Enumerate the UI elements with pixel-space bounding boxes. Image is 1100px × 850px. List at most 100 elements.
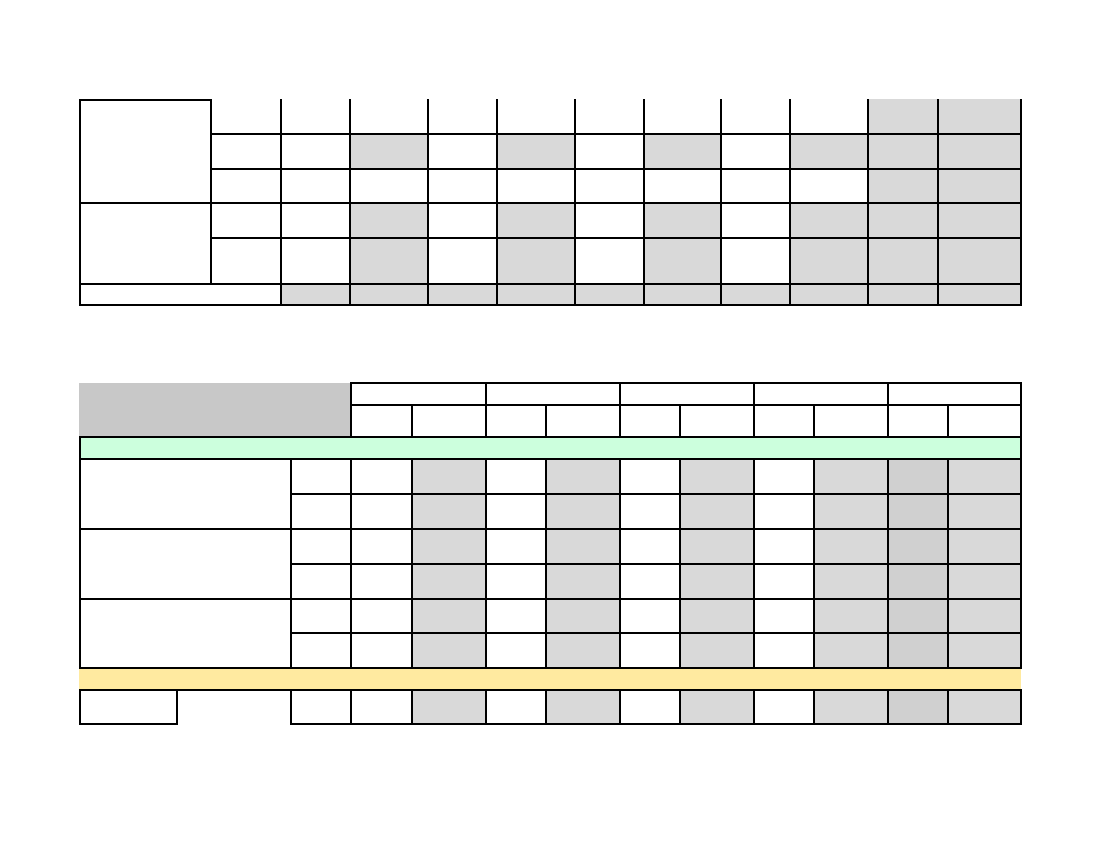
grid-line — [291, 563, 1022, 565]
bottom-row-group-label — [79, 529, 291, 599]
grid-line — [79, 436, 1022, 438]
grid-line — [679, 404, 681, 437]
grid-line — [813, 458, 815, 668]
bottom-footer-label — [79, 690, 176, 724]
grid-line — [643, 99, 645, 306]
top-cell[interactable] — [790, 203, 868, 284]
grid-line — [427, 99, 429, 306]
grid-line — [79, 99, 81, 306]
period-header — [620, 383, 754, 405]
grid-line — [79, 598, 1022, 600]
grid-line — [350, 382, 352, 437]
grid-line — [887, 689, 889, 725]
section-band-green — [79, 437, 1021, 459]
grid-line — [789, 99, 791, 306]
grid-line — [176, 689, 178, 725]
grid-line — [280, 99, 282, 306]
top-cell[interactable] — [350, 203, 427, 284]
grid-line — [679, 458, 681, 668]
period-header — [351, 383, 486, 405]
grid-line — [1020, 689, 1022, 725]
top-cell[interactable] — [644, 134, 720, 168]
section-band-yellow — [79, 668, 1021, 690]
grid-line — [211, 168, 1022, 170]
top-shaded-block[interactable] — [868, 99, 1021, 284]
grid-line — [79, 689, 1022, 691]
grid-line — [485, 382, 487, 437]
grid-line — [79, 283, 1022, 285]
grid-line — [679, 689, 681, 725]
grid-line — [887, 458, 889, 668]
grid-line — [291, 632, 1022, 634]
bottom-footer-cell[interactable] — [888, 690, 948, 724]
grid-line — [290, 458, 292, 668]
grid-line — [350, 689, 352, 725]
grid-line — [210, 99, 212, 284]
grid-line — [619, 382, 621, 437]
top-cell[interactable] — [790, 134, 868, 168]
grid-line — [813, 404, 815, 437]
grid-line — [545, 404, 547, 437]
top-row-group-label — [79, 203, 211, 284]
grid-line — [485, 458, 487, 668]
grid-line — [79, 458, 81, 668]
grid-line — [947, 404, 949, 437]
top-cell[interactable] — [644, 203, 720, 284]
top-row-group-label — [79, 99, 211, 203]
grid-line — [79, 689, 81, 725]
grid-line — [79, 667, 1022, 669]
grid-line — [1020, 99, 1022, 306]
grid-line — [753, 689, 755, 725]
grid-line — [545, 689, 547, 725]
grid-line — [291, 723, 1022, 725]
bottom-footer-cell[interactable] — [546, 690, 620, 724]
grid-line — [79, 458, 1022, 460]
grid-line — [720, 99, 722, 306]
grid-line — [411, 404, 413, 437]
bottom-header-label — [79, 383, 351, 437]
top-cell[interactable] — [497, 203, 574, 284]
grid-line — [545, 458, 547, 668]
grid-line — [485, 689, 487, 725]
top-total-values[interactable] — [281, 284, 1021, 305]
grid-line — [351, 404, 1022, 406]
bottom-row-group-label — [79, 599, 291, 668]
grid-line — [79, 723, 177, 725]
grid-line — [867, 99, 869, 306]
bottom-footer-cell[interactable] — [680, 690, 754, 724]
grid-line — [351, 382, 1022, 384]
grid-line — [291, 493, 1022, 495]
grid-line — [350, 458, 352, 668]
grid-line — [411, 689, 413, 725]
top-total-label — [79, 284, 281, 305]
grid-line — [753, 458, 755, 668]
top-cell[interactable] — [497, 134, 574, 168]
period-header — [888, 383, 1021, 405]
grid-line — [496, 99, 498, 306]
period-header — [486, 383, 620, 405]
grid-line — [619, 689, 621, 725]
grid-line — [753, 382, 755, 437]
grid-line — [79, 99, 212, 101]
grid-line — [79, 202, 1022, 204]
grid-line — [619, 458, 621, 668]
grid-line — [79, 528, 1022, 530]
grid-line — [79, 304, 1022, 306]
grid-line — [411, 458, 413, 668]
grid-line — [574, 99, 576, 306]
top-cell[interactable] — [350, 134, 427, 168]
grid-line — [211, 237, 1022, 239]
grid-line — [79, 436, 81, 469]
grid-line — [887, 382, 889, 437]
bottom-row-group-label — [79, 459, 291, 529]
grid-line — [349, 99, 351, 306]
grid-line — [1020, 436, 1022, 668]
grid-line — [813, 689, 815, 725]
grid-line — [1020, 382, 1022, 437]
grid-line — [947, 458, 949, 668]
grid-line — [211, 133, 1022, 135]
grid-line — [290, 689, 292, 725]
bottom-footer-cell[interactable] — [412, 690, 486, 724]
grid-line — [937, 99, 939, 306]
